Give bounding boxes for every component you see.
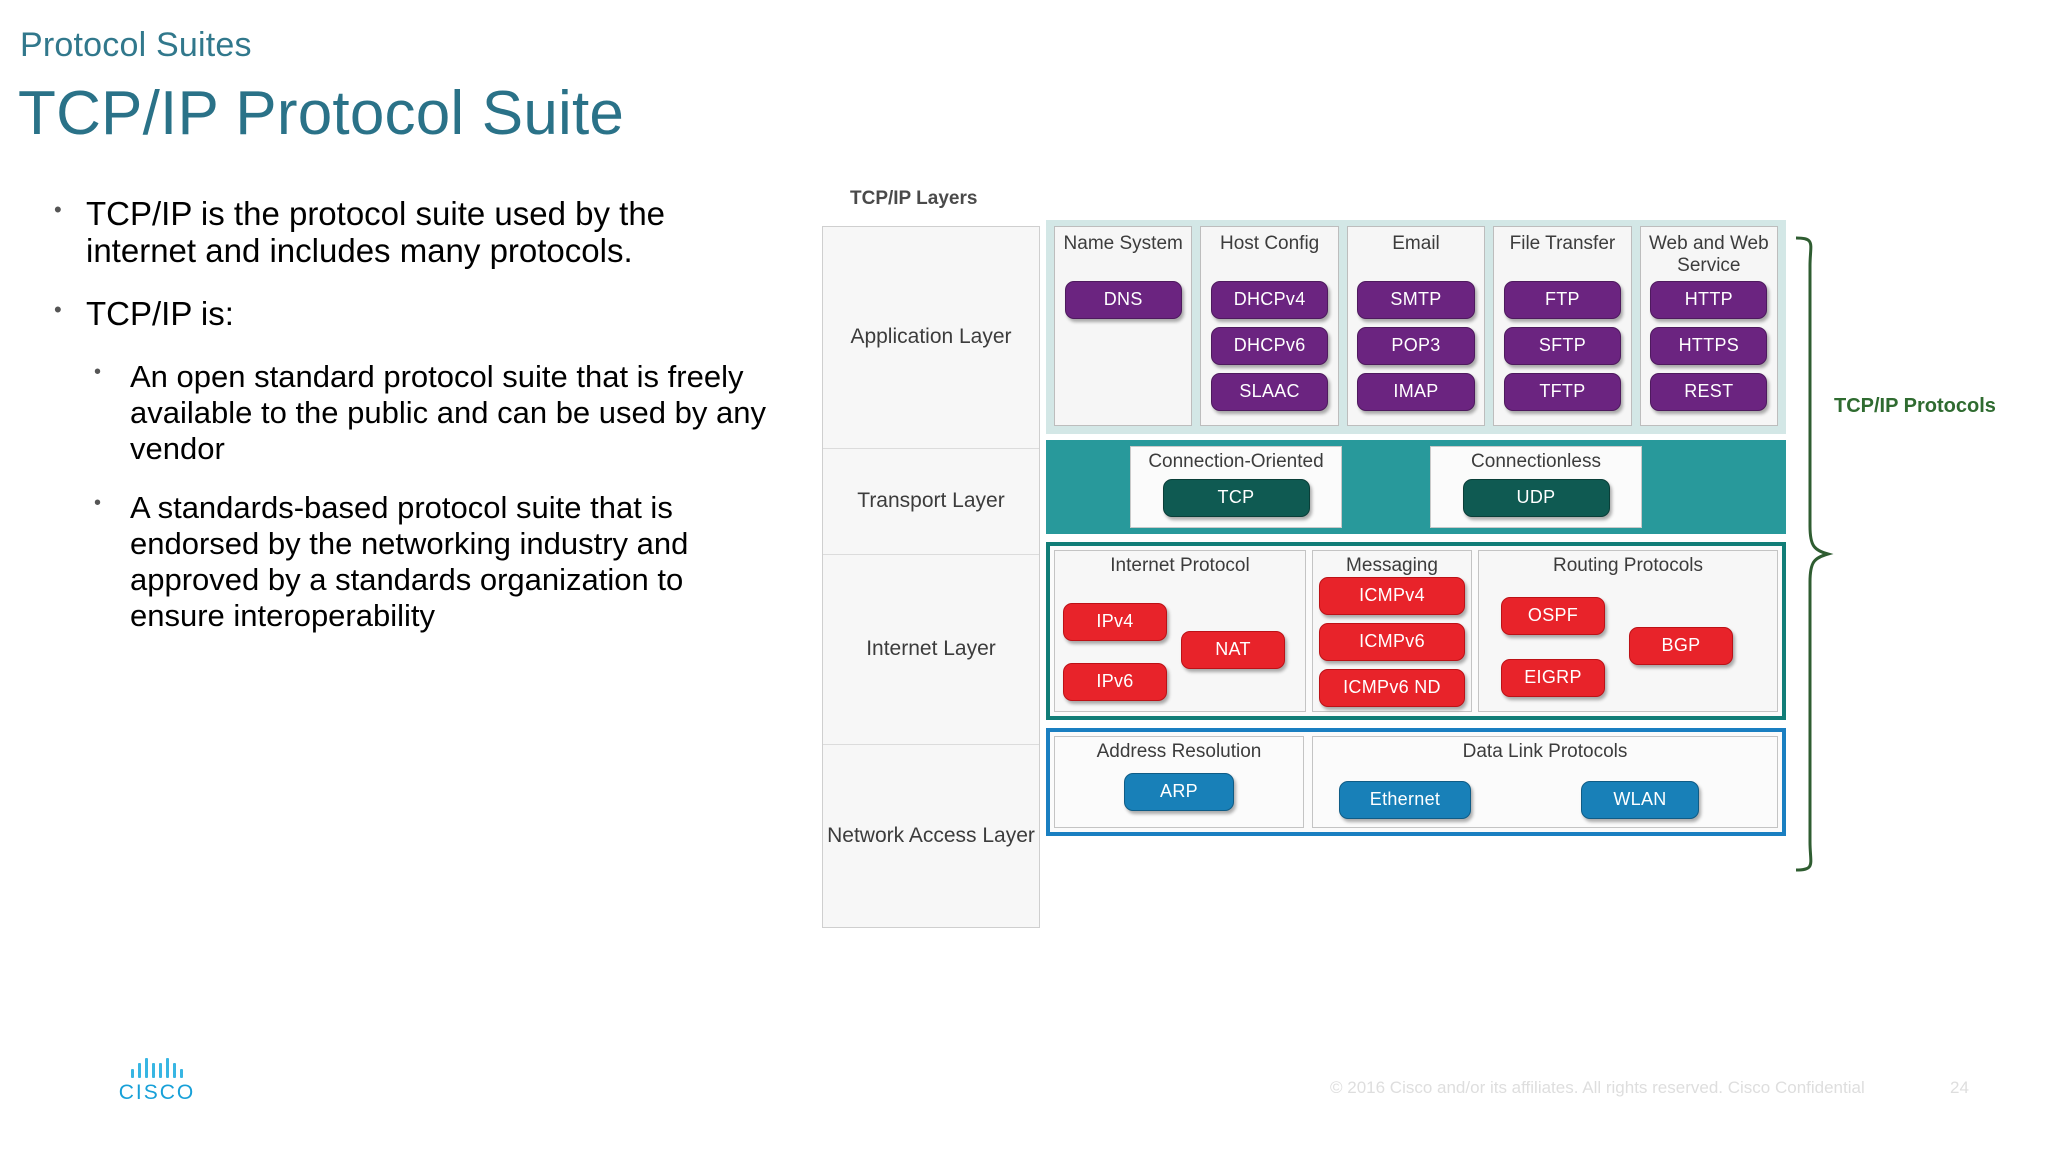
cisco-wordmark: CISCO [118, 1081, 196, 1104]
bullet-item: • TCP/IP is: [44, 294, 784, 333]
na-group-address-resolution: Address Resolution ARP [1054, 736, 1304, 828]
group-title: Messaging [1346, 555, 1438, 576]
group-title: Host Config [1219, 233, 1320, 254]
layer-name-application: Application Layer [823, 227, 1039, 449]
protocol-pill-icmpv4[interactable]: ICMPv4 [1319, 577, 1465, 615]
brace-label: TCP/IP Protocols [1834, 395, 1996, 417]
bullet-dot-icon: • [54, 197, 62, 222]
tcpip-layers-column: Application Layer Transport Layer Intern… [822, 226, 1040, 928]
transport-group-connection-oriented: Connection-Oriented TCP [1130, 446, 1342, 528]
na-group-data-link-protocols: Data Link Protocols Ethernet WLAN [1312, 736, 1778, 828]
protocol-pill-tcp[interactable]: TCP [1162, 478, 1310, 517]
copyright-text: © 2016 Cisco and/or its affiliates. All … [1330, 1078, 1865, 1097]
protocol-pill-ipv4[interactable]: IPv4 [1063, 603, 1167, 641]
transport-group-connectionless: Connectionless UDP [1430, 446, 1642, 528]
bullet-list: • TCP/IP is the protocol suite used by t… [44, 195, 784, 657]
page-number: 24 [1950, 1078, 1969, 1097]
protocol-pill-imap[interactable]: IMAP [1357, 373, 1475, 411]
group-title: Connection-Oriented [1148, 451, 1324, 472]
protocol-pill-dhcpv4[interactable]: DHCPv4 [1210, 281, 1329, 319]
group-title: Routing Protocols [1553, 555, 1703, 576]
protocol-pill-ethernet[interactable]: Ethernet [1339, 781, 1471, 819]
protocol-pill-ospf[interactable]: OSPF [1501, 597, 1605, 635]
group-title: Name System [1063, 233, 1183, 254]
protocols-column: Name System DNS Host Config DHCPv4 DHCPv… [1046, 220, 1786, 836]
protocol-pill-ipv6[interactable]: IPv6 [1063, 663, 1167, 701]
protocol-pill-http[interactable]: HTTP [1650, 281, 1768, 319]
app-group-web-and-web-service: Web and Web Service HTTP HTTPS REST [1639, 226, 1779, 426]
layer-name-network-access: Network Access Layer [827, 823, 1035, 847]
group-title: Address Resolution [1096, 741, 1262, 762]
eyebrow-label: Protocol Suites [20, 26, 252, 64]
transport-layer-band: Connection-Oriented TCP Connectionless U… [1046, 440, 1786, 534]
protocol-pill-wlan[interactable]: WLAN [1581, 781, 1699, 819]
internet-group-messaging: Messaging ICMPv4 ICMPv6 ICMPv6 ND [1312, 550, 1472, 712]
protocol-pill-https[interactable]: HTTPS [1650, 327, 1768, 365]
bullet-item: • An open standard protocol suite that i… [44, 359, 784, 468]
tcpip-protocol-suite-diagram: TCP/IP Layers Application Layer Transpor… [812, 188, 1996, 962]
internet-group-internet-protocol: Internet Protocol IPv4 IPv6 NAT [1054, 550, 1306, 712]
protocol-pill-slaac[interactable]: SLAAC [1210, 373, 1329, 411]
bullet-dot-icon: • [54, 296, 62, 322]
layer-name-transport: Transport Layer [823, 449, 1039, 555]
application-layer-band: Name System DNS Host Config DHCPv4 DHCPv… [1046, 220, 1786, 434]
protocol-pill-rest[interactable]: REST [1650, 373, 1768, 411]
page-title: TCP/IP Protocol Suite [18, 79, 625, 148]
protocol-pill-bgp[interactable]: BGP [1629, 627, 1733, 665]
protocol-pill-pop3[interactable]: POP3 [1357, 327, 1475, 365]
internet-group-routing-protocols: Routing Protocols OSPF EIGRP BGP [1478, 550, 1778, 712]
bullet-text: A standards-based protocol suite that is… [130, 489, 689, 634]
group-title: File Transfer [1509, 233, 1616, 254]
app-group-name-system: Name System DNS [1054, 226, 1193, 426]
group-title: Connectionless [1471, 451, 1601, 472]
protocol-pill-dns[interactable]: DNS [1064, 281, 1182, 319]
protocol-pill-nat[interactable]: NAT [1181, 631, 1285, 669]
protocol-pill-arp[interactable]: ARP [1124, 772, 1234, 811]
bullet-text: TCP/IP is: [86, 294, 234, 332]
protocol-pill-ftp[interactable]: FTP [1503, 281, 1622, 319]
group-title: Internet Protocol [1110, 555, 1250, 576]
layer-name-internet: Internet Layer [823, 555, 1039, 745]
layers-column-caption: TCP/IP Layers [850, 188, 978, 209]
protocol-pill-dhcpv6[interactable]: DHCPv6 [1210, 327, 1329, 365]
app-group-host-config: Host Config DHCPv4 DHCPv6 SLAAC [1200, 226, 1339, 426]
group-title: Web and Web Service [1648, 233, 1769, 276]
protocol-pill-udp[interactable]: UDP [1462, 478, 1610, 517]
app-group-file-transfer: File Transfer FTP SFTP TFTP [1493, 226, 1632, 426]
protocol-pill-eigrp[interactable]: EIGRP [1501, 659, 1605, 697]
bullet-item: • TCP/IP is the protocol suite used by t… [44, 195, 784, 270]
tcpip-protocols-brace-icon [1795, 236, 1834, 872]
protocol-pill-smtp[interactable]: SMTP [1357, 281, 1475, 319]
bullet-dot-icon: • [94, 491, 102, 514]
bullet-text: TCP/IP is the protocol suite used by the… [86, 195, 666, 269]
internet-layer-band: Internet Protocol IPv4 IPv6 NAT Messagin… [1046, 542, 1786, 720]
bullet-item: • A standards-based protocol suite that … [44, 490, 784, 635]
app-group-email: Email SMTP POP3 IMAP [1346, 226, 1486, 426]
network-access-layer-band: Address Resolution ARP Data Link Protoco… [1046, 728, 1786, 836]
bullet-text: An open standard protocol suite that is … [130, 358, 766, 467]
group-title: Email [1392, 233, 1440, 254]
bullet-dot-icon: • [94, 360, 102, 383]
protocol-pill-icmpv6-nd[interactable]: ICMPv6 ND [1319, 669, 1465, 707]
cisco-bars-icon [112, 1056, 202, 1078]
protocol-pill-tftp[interactable]: TFTP [1503, 373, 1622, 411]
group-title: Data Link Protocols [1462, 741, 1628, 762]
protocol-pill-icmpv6[interactable]: ICMPv6 [1319, 623, 1465, 661]
cisco-logo: CISCO [112, 1056, 202, 1105]
protocol-pill-sftp[interactable]: SFTP [1503, 327, 1622, 365]
